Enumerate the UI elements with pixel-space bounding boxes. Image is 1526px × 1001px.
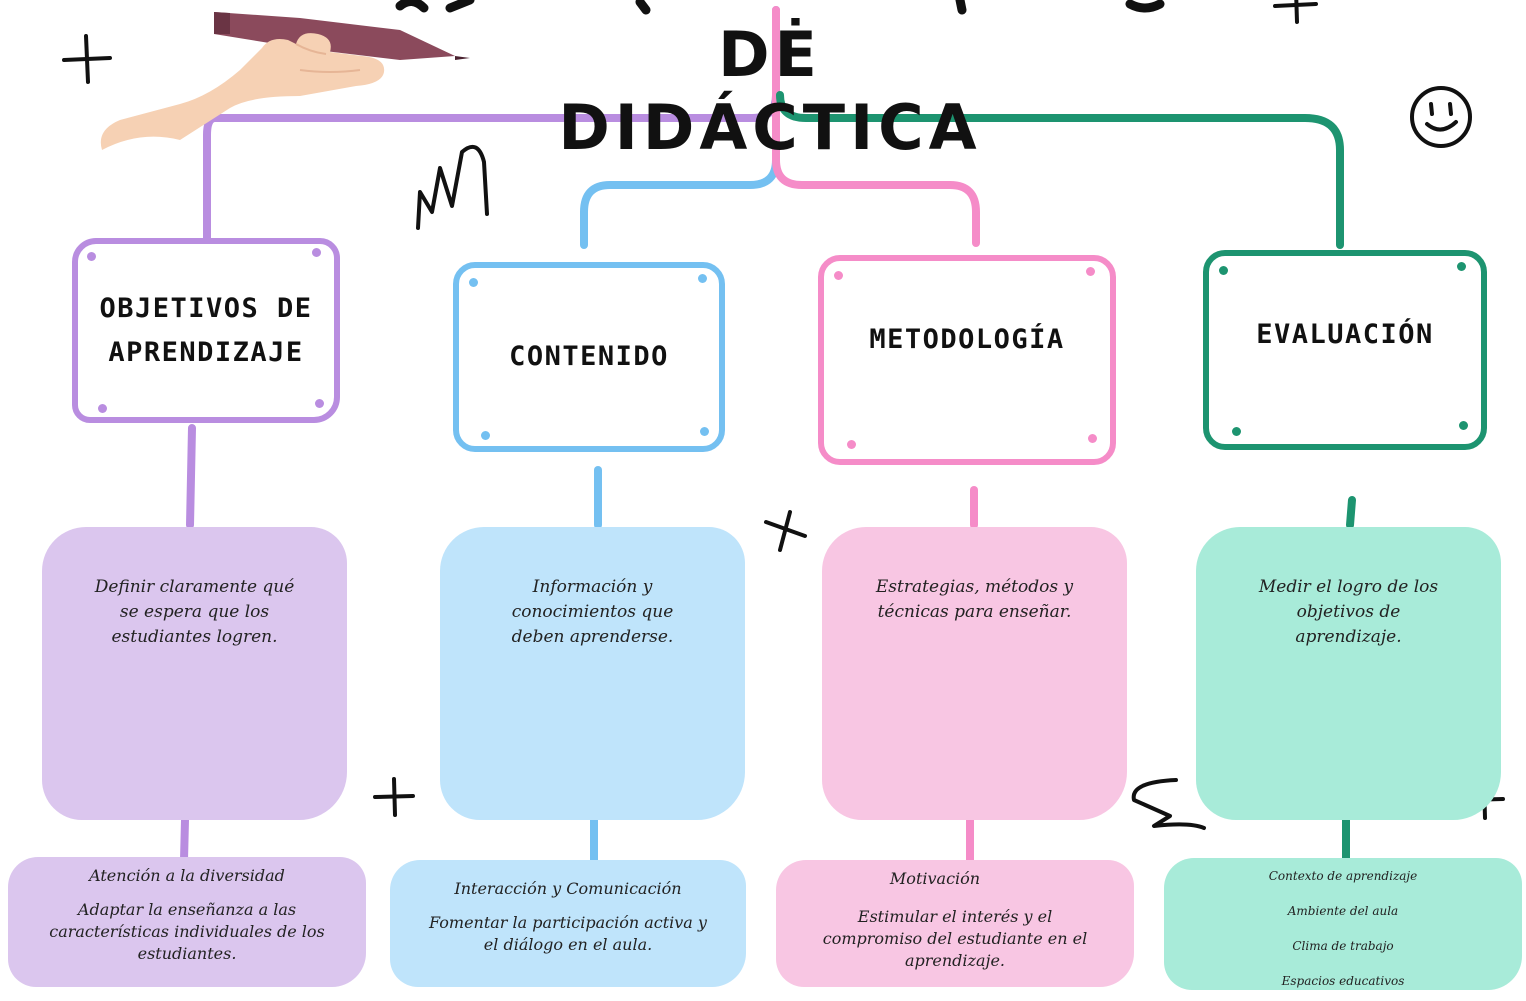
smiley-icon	[1410, 86, 1472, 148]
hand-pen-icon	[100, 12, 470, 150]
frame-dot	[87, 252, 96, 261]
detail-text: Estimular el interés y el compromiso del…	[822, 907, 1088, 970]
branch-frame-contenido: CONTENIDO	[453, 262, 725, 452]
frame-dot	[700, 427, 709, 436]
description-text: Definir claramente qué se espera que los…	[94, 577, 295, 647]
frame-dot	[481, 431, 490, 440]
cross-icon	[764, 510, 807, 552]
description-text: Medir el logro de los objetivos de apren…	[1258, 577, 1439, 647]
detail-strip-evaluacion: Contexto de aprendizaje Ambiente del aul…	[1164, 858, 1522, 990]
branch-frame-metodologia: METODOLOGÍA	[818, 255, 1116, 465]
scribble-icon	[416, 144, 489, 230]
frame-dot	[834, 271, 843, 280]
branch-heading: METODOLOGÍA	[869, 324, 1065, 355]
frame-dot	[312, 248, 321, 257]
plus-icon	[373, 777, 415, 817]
frame-dot	[847, 440, 856, 449]
detail-title: Motivación	[889, 869, 981, 888]
frame-dot	[1088, 434, 1097, 443]
frame-dot	[1457, 262, 1466, 271]
detail-title: Interacción y Comunicación	[454, 879, 682, 898]
description-card-evaluacion: Medir el logro de los objetivos de apren…	[1196, 527, 1501, 820]
detail-text: Adaptar la enseñanza a las característic…	[49, 900, 325, 963]
scribble-icon	[1131, 778, 1206, 830]
frame-dot	[698, 274, 707, 283]
page-title: DĖ DIDÁCTICA	[558, 18, 982, 164]
detail-item: Contexto de aprendizaje	[1268, 869, 1418, 883]
description-card-metodologia: Estrategias, métodos y técnicas para ens…	[822, 527, 1127, 820]
branch-frame-objetivos: OBJETIVOS DE APRENDIZAJE	[72, 238, 340, 423]
frame-dot	[315, 399, 324, 408]
frame-dot	[98, 404, 107, 413]
detail-strip-metodologia: Motivación Estimular el interés y el com…	[776, 860, 1134, 987]
branch-frame-evaluacion: EVALUACIÓN	[1203, 250, 1487, 450]
plus-icon	[62, 34, 112, 84]
frame-dot	[1232, 427, 1241, 436]
plus-icon	[1273, 0, 1318, 24]
frame-dot	[1219, 266, 1228, 275]
detail-strip-objetivos: Atención a la diversidad Adaptar la ense…	[8, 857, 366, 987]
frame-dot	[469, 278, 478, 287]
green-connector	[776, 91, 1356, 864]
pink-connector	[772, 6, 980, 864]
frame-dot	[1086, 267, 1095, 276]
description-text: Estrategias, métodos y técnicas para ens…	[875, 577, 1074, 622]
detail-text: Fomentar la participación activa y el di…	[429, 913, 707, 954]
description-card-objetivos: Definir claramente qué se espera que los…	[42, 527, 347, 820]
detail-item: Ambiente del aula	[1287, 904, 1399, 918]
detail-title: Atención a la diversidad	[89, 866, 285, 885]
detail-item: Espacios educativos	[1281, 974, 1405, 988]
detail-strip-contenido: Interacción y Comunicación Fomentar la p…	[390, 860, 746, 987]
description-card-contenido: Información y conocimientos que deben ap…	[440, 527, 745, 820]
description-text: Información y conocimientos que deben ap…	[511, 577, 674, 647]
title-cutoff-marks	[395, 0, 1165, 15]
branch-heading: EVALUACIÓN	[1256, 319, 1434, 350]
branch-heading: OBJETIVOS DE APRENDIZAJE	[99, 292, 313, 368]
frame-dot	[1459, 421, 1468, 430]
detail-item: Clima de trabajo	[1292, 939, 1394, 953]
branch-heading: CONTENIDO	[509, 341, 669, 372]
